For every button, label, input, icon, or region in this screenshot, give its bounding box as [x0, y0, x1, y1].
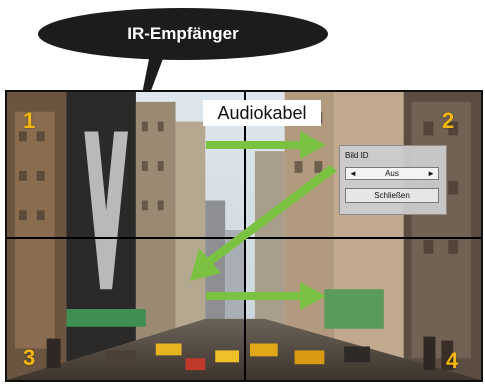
ir-receiver-label: IR-Empfänger: [127, 24, 239, 43]
left-arrow-icon[interactable]: ◄: [349, 169, 357, 178]
menu-title: Bild ID: [345, 151, 369, 160]
picture-id-selector[interactable]: ◄ Aus ►: [345, 167, 439, 180]
picture-id-value: Aus: [385, 169, 399, 178]
grid-divider-vertical: [244, 92, 246, 380]
screen-number-4: 4: [446, 348, 459, 373]
video-wall: [5, 90, 483, 382]
audio-cable-label: Audiokabel: [203, 100, 321, 126]
grid-divider-horizontal: [7, 237, 481, 239]
screen-number-2: 2: [442, 108, 455, 133]
right-arrow-icon[interactable]: ►: [427, 169, 435, 178]
ir-receiver-callout: IR-Empfänger: [38, 8, 328, 60]
close-button[interactable]: Schließen: [345, 188, 439, 203]
screen-number-3: 3: [23, 345, 36, 370]
picture-id-menu: Bild ID ◄ Aus ► Schließen: [339, 145, 447, 215]
screen-number-1: 1: [23, 108, 36, 133]
